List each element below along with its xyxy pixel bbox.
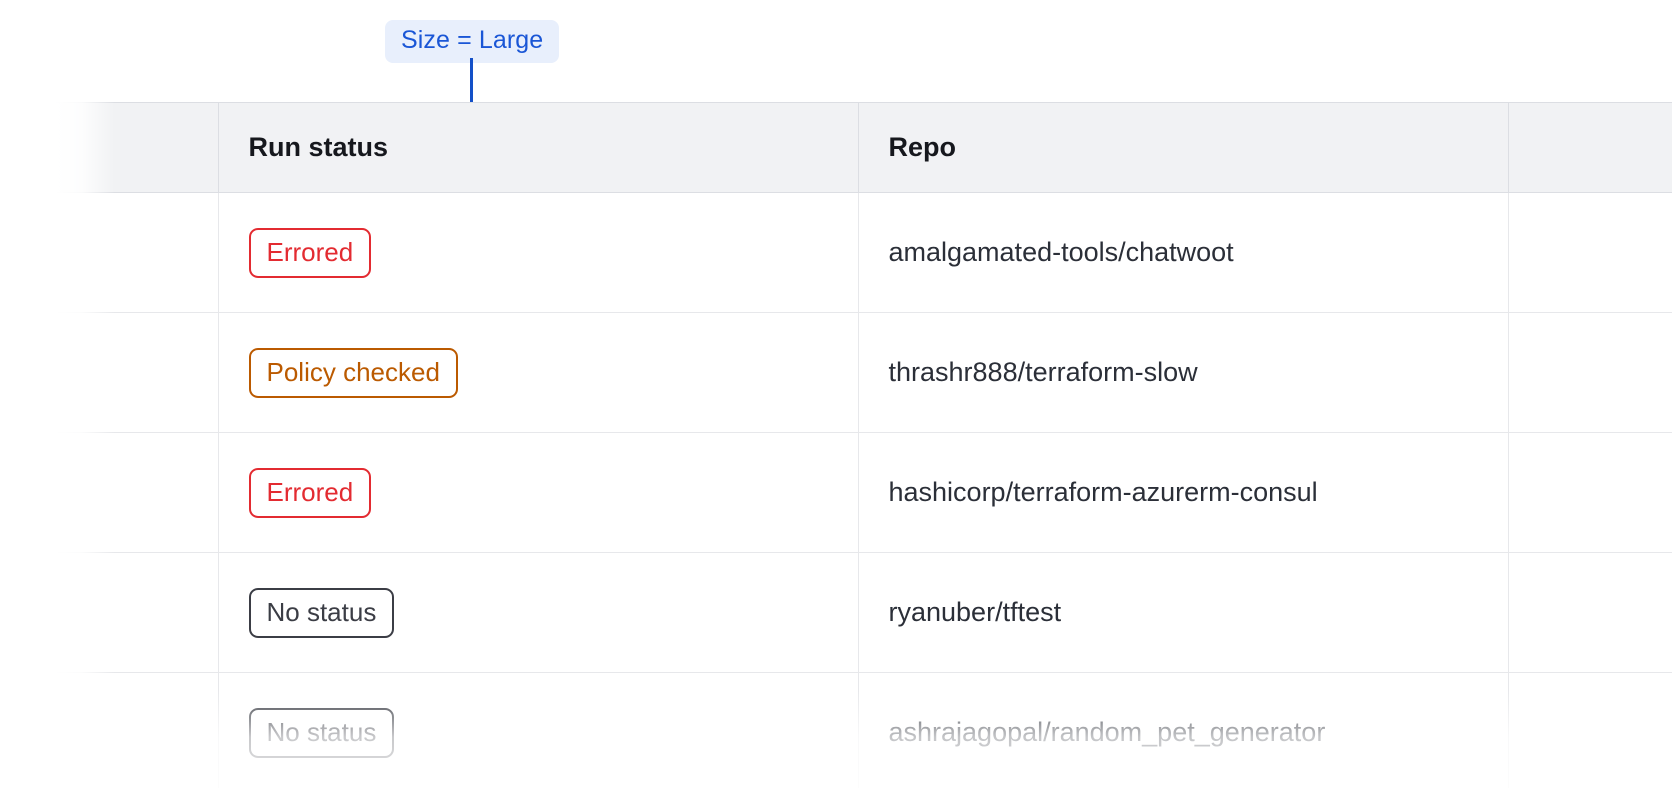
table-row[interactable]: Errored amalgamated-tools/chatwoot [55,192,1672,313]
table-body: Errored amalgamated-tools/chatwoot Polic… [55,192,1672,788]
repo-cell: thrashr888/terraform-slow [858,312,1509,433]
table-row[interactable]: Policy checked thrashr888/terraform-slow [55,312,1672,433]
repo-cell: ryanuber/tftest [858,552,1509,673]
runs-table-container: Run status Repo Errored amalgamated-tool… [55,102,1672,788]
runs-table: Run status Repo Errored amalgamated-tool… [55,102,1672,788]
status-badge[interactable]: No status [248,707,395,758]
table-row[interactable]: Errored hashicorp/terraform-azurerm-cons… [55,432,1672,553]
row-select-cell[interactable] [55,672,219,788]
row-select-cell[interactable] [55,552,219,673]
repo-name[interactable]: amalgamated-tools/chatwoot [888,237,1234,267]
repo-name[interactable]: thrashr888/terraform-slow [888,357,1198,387]
row-select-cell[interactable] [55,312,219,433]
repo-cell: ashrajagopal/random_pet_generator [858,672,1509,788]
column-header-select[interactable] [55,102,219,193]
row-tail-cell [1508,312,1672,433]
row-select-cell[interactable] [55,192,219,313]
row-tail-cell [1508,432,1672,553]
column-header-run-status[interactable]: Run status [218,102,859,193]
repo-cell: amalgamated-tools/chatwoot [858,192,1509,313]
table-header-row: Run status Repo [55,102,1672,193]
run-status-cell: Errored [218,432,859,553]
annotation-size-badge: Size = Large [385,20,560,63]
status-badge[interactable]: Errored [248,467,372,518]
status-badge[interactable]: No status [248,587,395,638]
table-row[interactable]: No status ryanuber/tftest [55,552,1672,673]
column-header-tail [1508,102,1672,193]
status-badge[interactable]: Policy checked [248,347,458,398]
status-badge[interactable]: Errored [248,227,372,278]
row-tail-cell [1508,192,1672,313]
run-status-cell: No status [218,552,859,673]
table-header: Run status Repo [55,102,1672,193]
repo-name[interactable]: ryanuber/tftest [888,597,1062,627]
row-tail-cell [1508,672,1672,788]
repo-cell: hashicorp/terraform-azurerm-consul [858,432,1509,553]
repo-name[interactable]: ashrajagopal/random_pet_generator [888,717,1326,747]
row-select-cell[interactable] [55,432,219,553]
column-header-repo[interactable]: Repo [858,102,1509,193]
repo-name[interactable]: hashicorp/terraform-azurerm-consul [888,477,1318,507]
run-status-cell: Errored [218,192,859,313]
table-row[interactable]: No status ashrajagopal/random_pet_genera… [55,672,1672,788]
row-tail-cell [1508,552,1672,673]
run-status-cell: No status [218,672,859,788]
run-status-cell: Policy checked [218,312,859,433]
